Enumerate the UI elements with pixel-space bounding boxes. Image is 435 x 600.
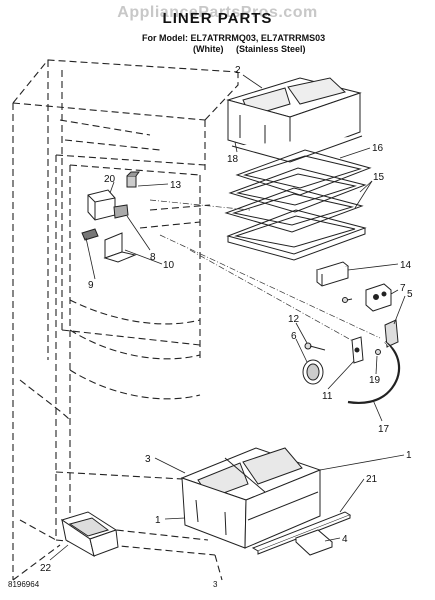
page-title: LINER PARTS: [162, 10, 273, 27]
model-line: For Model: EL7ATRRMQ03, EL7ATRRMS03: [142, 33, 326, 43]
callout-leaders: [49, 74, 406, 561]
callout-labels: 2 18 16 15 20 13 8 9 10 14 7 5 12 6 11 1…: [40, 65, 413, 574]
callout-14: 14: [400, 260, 412, 271]
callout-1-upper: 1: [406, 450, 412, 461]
callout-8: 8: [150, 252, 156, 263]
light-assembly: [81, 171, 140, 263]
document-number: 8196964: [8, 580, 40, 589]
callout-12: 12: [288, 314, 300, 325]
callout-6: 6: [291, 331, 297, 342]
callout-20: 20: [104, 174, 116, 185]
thermostat-assembly: [302, 336, 401, 405]
callout-9: 9: [88, 280, 94, 291]
variant-white: (White): [193, 44, 224, 54]
callout-19: 19: [369, 375, 381, 386]
callout-18: 18: [227, 154, 239, 165]
lower-basket: [180, 447, 322, 549]
callout-2: 2: [235, 65, 241, 76]
leader-lines: [149, 199, 381, 346]
callout-1-lower: 1: [155, 515, 161, 526]
hinge-parts: [341, 283, 399, 348]
upper-basket: [226, 77, 363, 163]
callout-17: 17: [378, 424, 390, 435]
slide-rail: [251, 511, 352, 555]
door-bin: [60, 511, 119, 558]
callout-7: 7: [400, 283, 406, 294]
callout-3: 3: [145, 454, 151, 465]
callout-11: 11: [322, 391, 333, 402]
callout-16: 16: [372, 143, 384, 154]
callout-22: 22: [40, 563, 52, 574]
callout-5: 5: [407, 289, 413, 300]
shelf-rail: [315, 261, 350, 287]
callout-15: 15: [373, 172, 385, 183]
callout-10: 10: [163, 260, 175, 271]
variant-stainless: (Stainless Steel): [236, 44, 306, 54]
callout-4: 4: [342, 534, 348, 545]
small-rail: [295, 529, 333, 556]
callout-21: 21: [366, 474, 378, 485]
site-watermark: AppliancePartsPros.com: [117, 4, 318, 21]
cabinet-liner: [12, 59, 239, 581]
shelf-frames: [224, 149, 372, 261]
callout-13: 13: [170, 180, 182, 191]
page-number: 3: [213, 580, 218, 589]
